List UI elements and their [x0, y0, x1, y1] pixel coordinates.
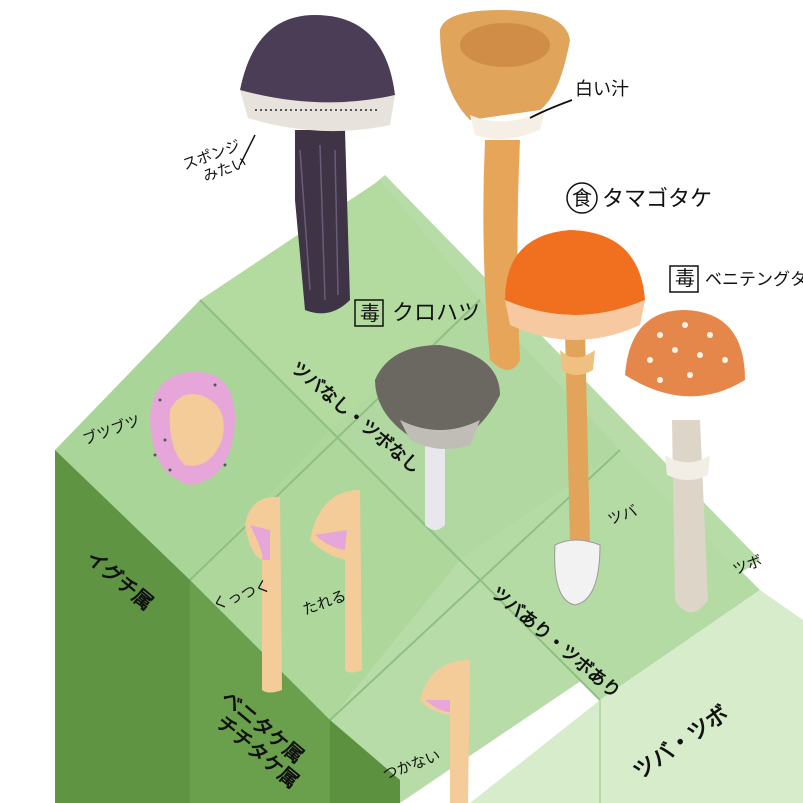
edible-icon: 食: [572, 186, 592, 210]
side-face-left-2: [190, 580, 330, 803]
poison-icon-1: 毒: [675, 266, 695, 290]
gill-diagram-attached: [245, 496, 282, 693]
benitengutake-label: ベニテングタケ: [705, 270, 803, 290]
benitengutake-mushroom: [625, 310, 745, 613]
cap-spots: [647, 322, 728, 383]
tamagotake-label: タマゴタケ: [602, 187, 712, 212]
kurohatsu-mushroom: [375, 345, 500, 530]
sponge-label: スポンジ みたい: [180, 135, 253, 191]
poison-icon-2: 毒: [360, 301, 380, 325]
gill-diagram-free: [420, 660, 470, 803]
side-face-left-1: [55, 450, 190, 803]
kurohatsu-label: クロハツ: [392, 301, 480, 326]
gill-diagram-decurrent: [310, 490, 362, 673]
pore-diagram: [150, 371, 235, 485]
white-juice-label: 白い汁: [575, 79, 629, 100]
tamagotake-mushroom: [505, 230, 645, 606]
top-face-cell-far: [460, 450, 760, 700]
side-face-left-3: [330, 720, 400, 803]
side-face-right: [470, 590, 803, 803]
bolete-mushroom: [240, 15, 395, 314]
